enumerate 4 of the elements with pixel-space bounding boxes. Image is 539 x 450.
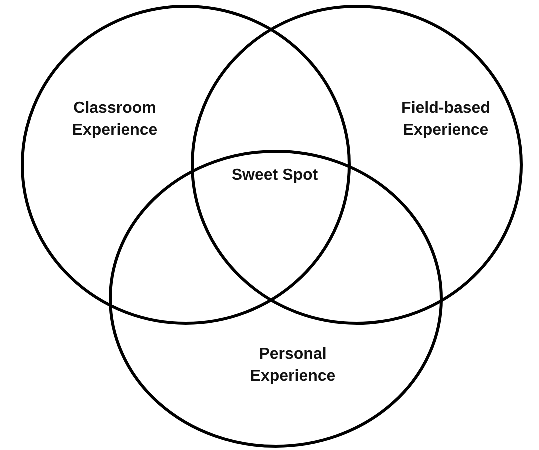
overlap-label: Sweet Spot	[230, 166, 320, 186]
set-label: Field-based Experience	[400, 99, 492, 141]
set-label: Classroom Experience	[71, 99, 159, 141]
set-label: Personal Experience	[249, 345, 337, 387]
